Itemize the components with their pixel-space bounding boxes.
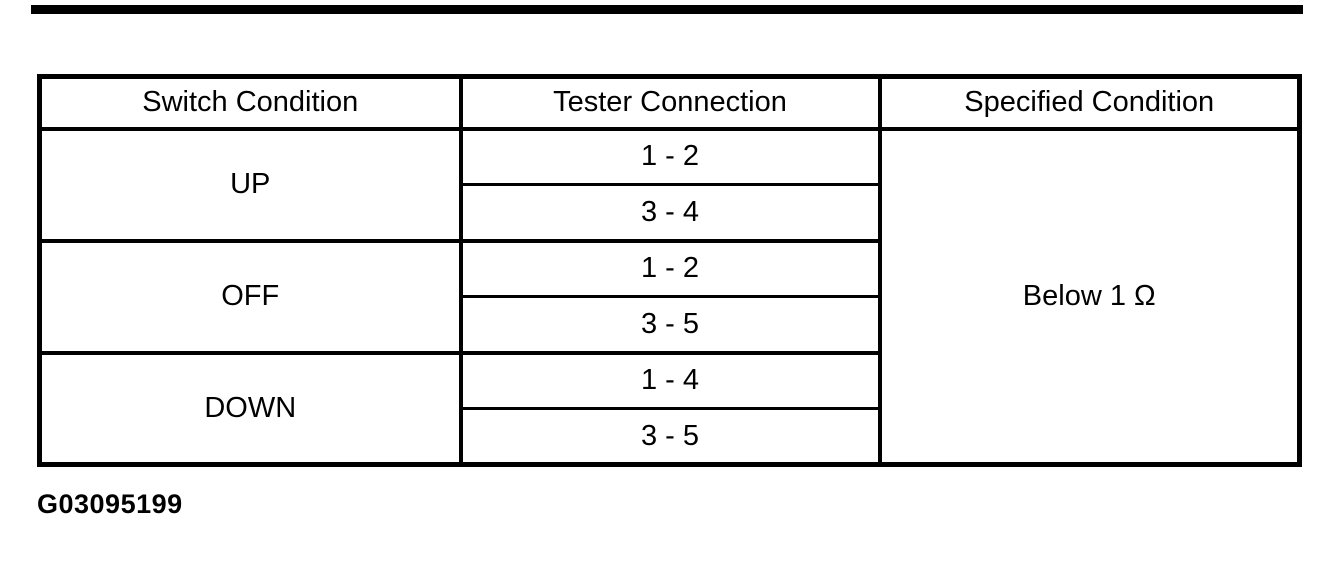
- cell-switch-down: DOWN: [37, 350, 463, 466]
- table-row: OFF 1 - 2: [37, 238, 1300, 354]
- table-row: 3 - 4: [40, 183, 1300, 243]
- table-row: 3 - 5: [40, 407, 1300, 466]
- cell-switch-off: OFF: [37, 238, 463, 354]
- cell-specified-condition: Below 1 Ω: [877, 127, 1302, 466]
- figure-id: G03095199: [37, 489, 183, 519]
- cell-connection-up-1: 1 - 2: [458, 127, 882, 186]
- cell-connection-off-1: 1 - 2: [458, 238, 882, 298]
- table-row: UP 1 - 2 Below 1 Ω: [37, 127, 1302, 466]
- table-row: DOWN 1 - 4: [37, 350, 1300, 466]
- cell-switch-up: UP: [37, 127, 463, 242]
- top-divider-bar: [31, 5, 1303, 14]
- cell-connection-up-2: 3 - 4: [458, 183, 882, 243]
- cell-connection-down-1: 1 - 4: [458, 350, 882, 410]
- switch-continuity-table: Switch Condition Tester Connection Speci…: [37, 74, 1302, 467]
- cell-connection-off-2: 3 - 5: [458, 295, 882, 355]
- header-tester-connection: Tester Connection: [458, 75, 882, 131]
- table-row: 3 - 5: [40, 295, 1300, 355]
- cell-connection-down-2: 3 - 5: [458, 407, 882, 466]
- header-switch-condition: Switch Condition: [37, 75, 463, 131]
- table-header-row: Switch Condition Tester Connection Speci…: [37, 75, 1302, 131]
- header-specified-condition: Specified Condition: [877, 75, 1302, 131]
